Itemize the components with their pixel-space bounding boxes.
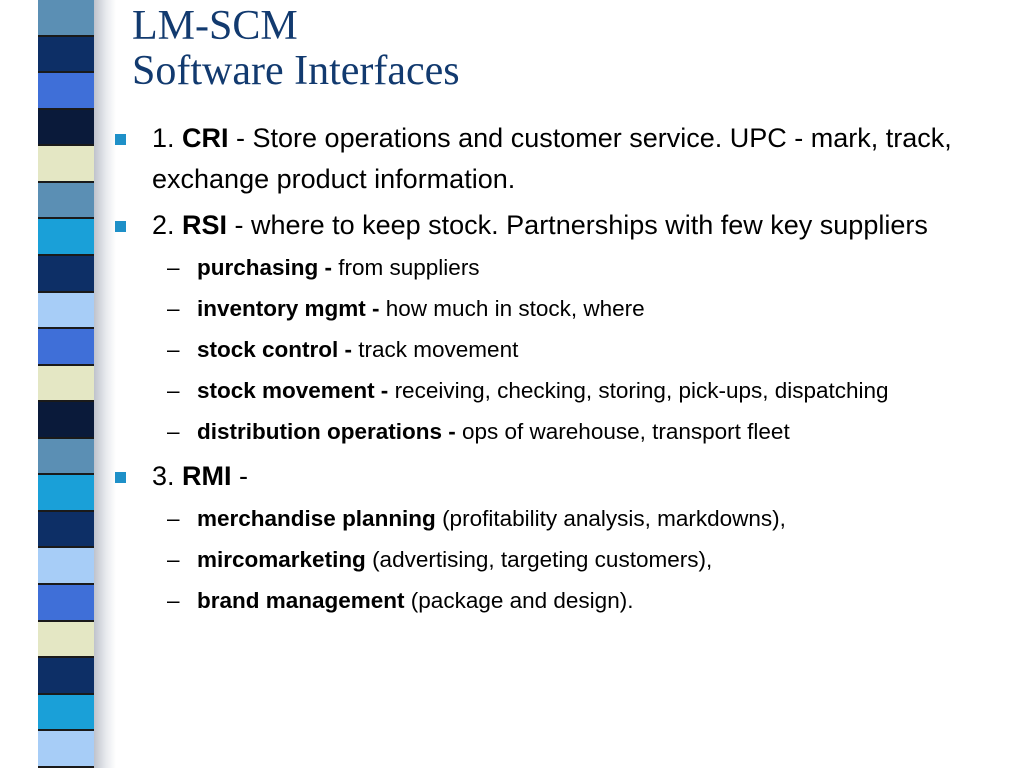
stripe-segment xyxy=(38,292,94,330)
rsi-subitems: –purchasing - from suppliers –inventory … xyxy=(115,251,995,448)
item-prefix: 3. xyxy=(152,461,183,491)
stripe-segment xyxy=(38,475,94,512)
stripe-segment xyxy=(38,36,94,74)
bullet-list: 1. CRI - Store operations and customer s… xyxy=(115,118,995,625)
subitem-text: track movement xyxy=(358,337,519,362)
stripe-segment xyxy=(38,402,94,439)
decorative-stripe-bar xyxy=(38,0,94,768)
stripe-segment xyxy=(38,109,94,147)
dash-bullet-icon: – xyxy=(167,506,180,531)
item-prefix: 2. xyxy=(152,210,183,240)
subitem-term: purchasing - xyxy=(197,255,339,280)
subitem-text: (advertising, targeting customers), xyxy=(365,547,713,572)
dash-bullet-icon: – xyxy=(167,588,180,613)
square-bullet-icon xyxy=(115,472,126,483)
subitem: –stock control - track movement xyxy=(115,333,995,366)
title-line-2: Software Interfaces xyxy=(132,48,460,94)
subitem-text: ops of warehouse, transport fleet xyxy=(462,419,790,444)
subitem-text: how much in stock, where xyxy=(385,296,645,321)
square-bullet-icon xyxy=(115,221,126,232)
subitem: –mircomarketing (advertising, targeting … xyxy=(115,543,995,576)
item-prefix: 1. xyxy=(152,123,183,153)
stripe-segment xyxy=(38,329,94,366)
list-item-rsi: 2. RSI - where to keep stock. Partnershi… xyxy=(115,205,995,246)
dash-bullet-icon: – xyxy=(167,255,180,280)
subitem: –inventory mgmt - how much in stock, whe… xyxy=(115,292,995,325)
stripe-segment xyxy=(38,438,94,476)
stripe-segment xyxy=(38,511,94,549)
subitem-text: (profitability analysis, markdowns), xyxy=(435,506,786,531)
subitem-text: (package and design). xyxy=(404,588,634,613)
stripe-segment xyxy=(38,0,94,37)
stripe-segment xyxy=(38,182,94,220)
subitem-term: stock movement - xyxy=(197,378,395,403)
subitem-term: inventory mgmt - xyxy=(197,296,386,321)
title-line-1: LM-SCM xyxy=(132,3,298,49)
subitem: –brand management (package and design). xyxy=(115,584,995,617)
subitem: –merchandise planning (profitability ana… xyxy=(115,502,995,535)
subitem-term: mircomarketing xyxy=(197,547,366,572)
subitem-term: merchandise planning xyxy=(197,506,436,531)
rmi-subitems: –merchandise planning (profitability ana… xyxy=(115,502,995,617)
stripe-segment xyxy=(38,548,94,585)
dash-bullet-icon: – xyxy=(167,378,180,403)
stripe-segment xyxy=(38,255,94,293)
subitem: –purchasing - from suppliers xyxy=(115,251,995,284)
item-term: RMI xyxy=(182,461,232,491)
dash-bullet-icon: – xyxy=(167,419,180,444)
subitem-text: from suppliers xyxy=(338,255,480,280)
stripe-segment xyxy=(38,73,94,110)
subitem-term: stock control - xyxy=(197,337,359,362)
subitem-term: distribution operations - xyxy=(197,419,462,444)
item-term: RSI xyxy=(182,210,228,240)
item-term: CRI xyxy=(182,123,229,153)
subitem: –stock movement - receiving, checking, s… xyxy=(115,374,995,407)
subitem-term: brand management xyxy=(197,588,405,613)
slide-title: LM-SCM Software Interfaces xyxy=(132,4,460,94)
stripe-segment xyxy=(38,219,94,256)
stripe-segment xyxy=(38,694,94,732)
item-text: - xyxy=(231,461,249,491)
item-text: - Store operations and customer service.… xyxy=(152,123,952,194)
dash-bullet-icon: – xyxy=(167,337,180,362)
dash-bullet-icon: – xyxy=(167,296,180,321)
stripe-segment xyxy=(38,731,94,768)
square-bullet-icon xyxy=(115,134,126,145)
stripe-segment xyxy=(38,585,94,622)
stripe-segment xyxy=(38,146,94,183)
stripe-segment xyxy=(38,658,94,695)
stripe-segment xyxy=(38,621,94,659)
subitem: –distribution operations - ops of wareho… xyxy=(115,415,995,448)
stripe-segment xyxy=(38,365,94,403)
subitem-text: receiving, checking, storing, pick-ups, … xyxy=(394,378,889,403)
dash-bullet-icon: – xyxy=(167,547,180,572)
stripe-shadow xyxy=(94,0,116,768)
item-text: - where to keep stock. Partnerships with… xyxy=(227,210,928,240)
list-item-rmi: 3. RMI - xyxy=(115,456,995,497)
list-item-cri: 1. CRI - Store operations and customer s… xyxy=(115,118,995,200)
